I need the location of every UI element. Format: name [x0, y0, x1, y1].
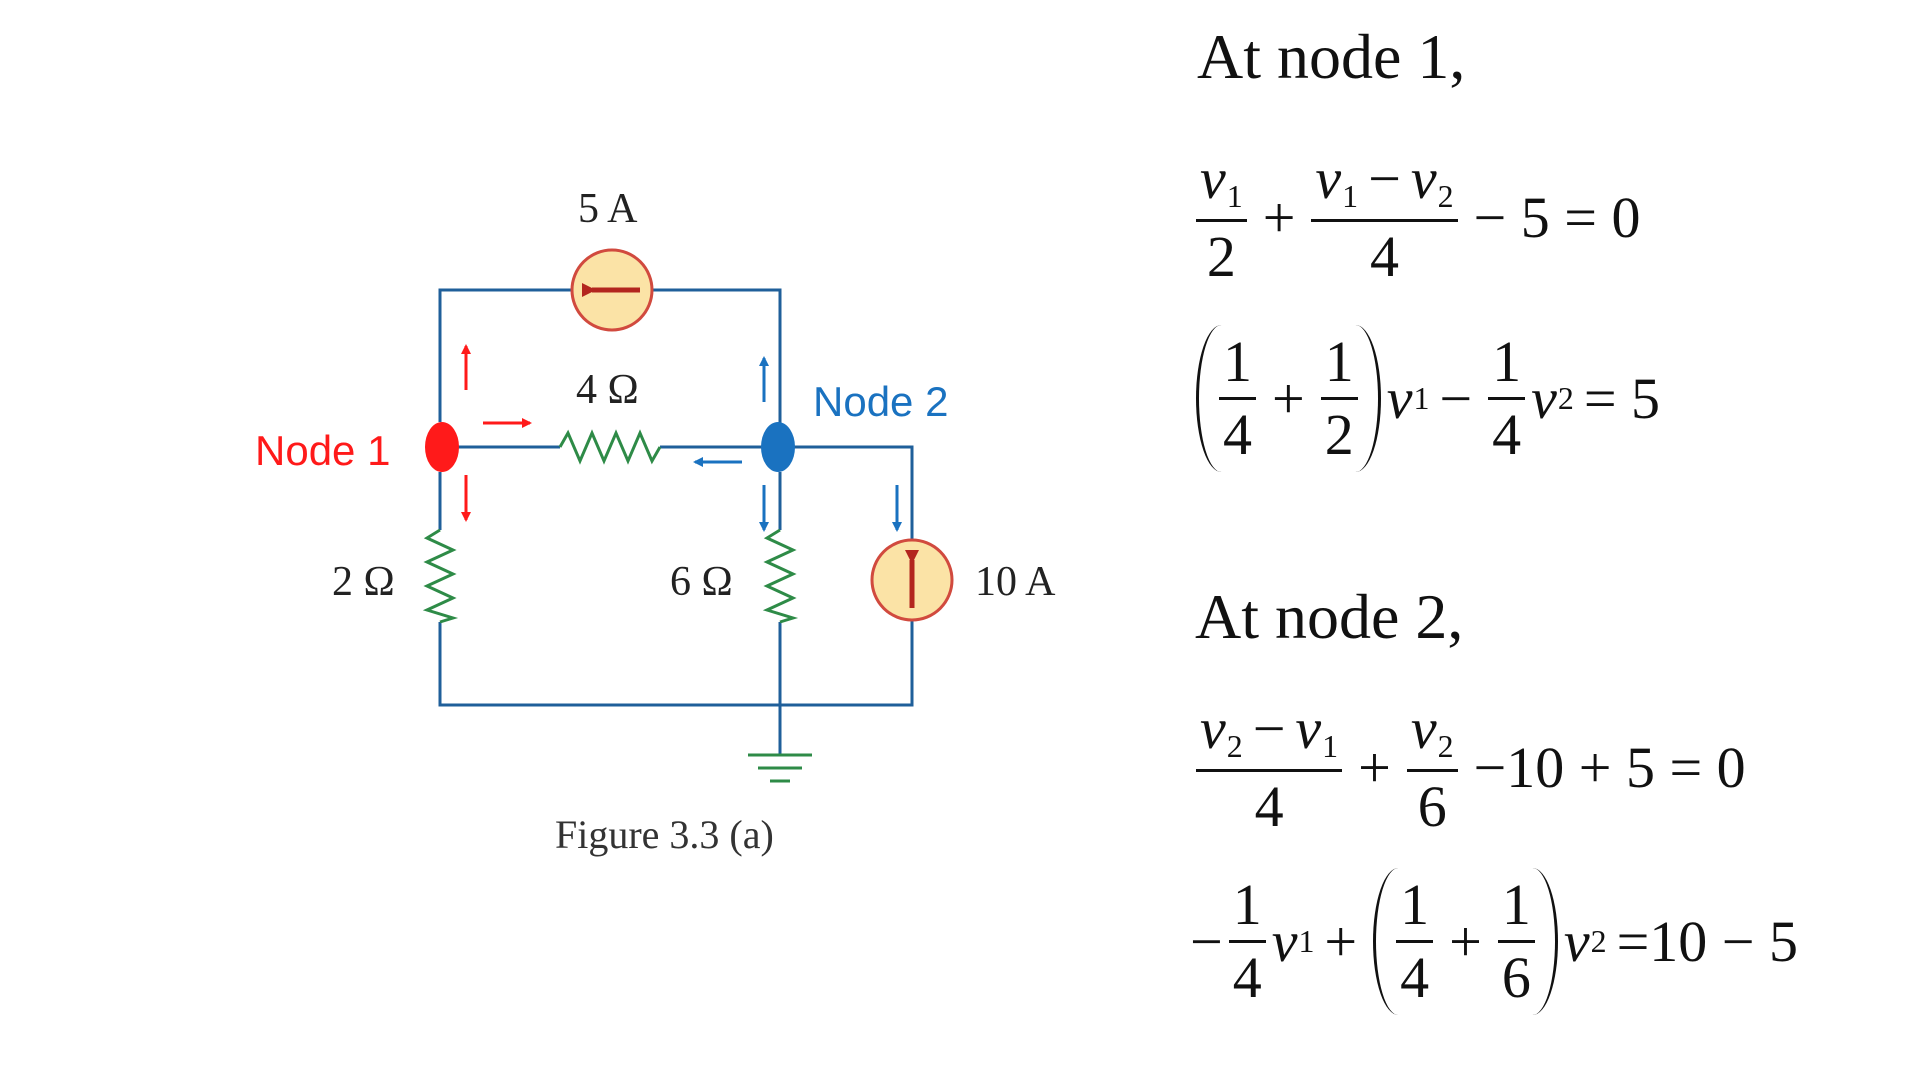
wire-left-bottom — [438, 613, 914, 707]
resistor-6-ohm-label: 6 Ω — [670, 559, 733, 605]
resistor-6-ohm — [762, 528, 799, 624]
resistor-2-ohm-label: 2 Ω — [332, 559, 395, 605]
current-source-10a — [870, 538, 954, 622]
resistor-4-ohm — [558, 429, 662, 465]
heading-node-1: At node 1, — [1197, 21, 1466, 92]
wires — [438, 288, 914, 755]
heading-node-2: At node 2, — [1195, 581, 1464, 652]
wire-top — [438, 288, 573, 422]
fraction: v2−v1 4 — [1196, 700, 1343, 836]
node-2-current-arrows — [693, 356, 902, 532]
wire-top-right — [652, 288, 782, 440]
resistor-2-ohm — [422, 528, 459, 624]
node-1-label: Node 1 — [255, 427, 390, 474]
resistor-4-ohm-label: 4 Ω — [576, 367, 639, 413]
wire-right-branch — [780, 445, 914, 547]
fraction: v2 6 — [1406, 700, 1458, 836]
current-source-5a — [570, 248, 654, 332]
node-2-label: Node 2 — [813, 378, 948, 425]
node-1-current-arrows — [461, 344, 532, 522]
equation-node-1-kcl: v1 2 + v1−v2 4 − 5 = 0 — [1190, 150, 1650, 286]
fraction: v1 2 — [1196, 150, 1247, 286]
figure-caption: Figure 3.3 (a) — [555, 812, 774, 857]
fraction: v1−v2 4 — [1311, 150, 1458, 286]
node-2-dot — [761, 422, 795, 472]
ground-icon — [748, 753, 812, 783]
equation-node-2-kcl: v2−v1 4 + v2 6 −10 + 5 = 0 — [1190, 700, 1756, 836]
circuit-diagram: Node 1 Node 2 5 A 10 A 4 Ω 2 Ω 6 Ω Figur… — [255, 186, 1056, 857]
node-1-dot — [425, 422, 459, 472]
source-10a-label: 10 A — [975, 559, 1056, 605]
source-5a-label: 5 A — [578, 186, 638, 232]
